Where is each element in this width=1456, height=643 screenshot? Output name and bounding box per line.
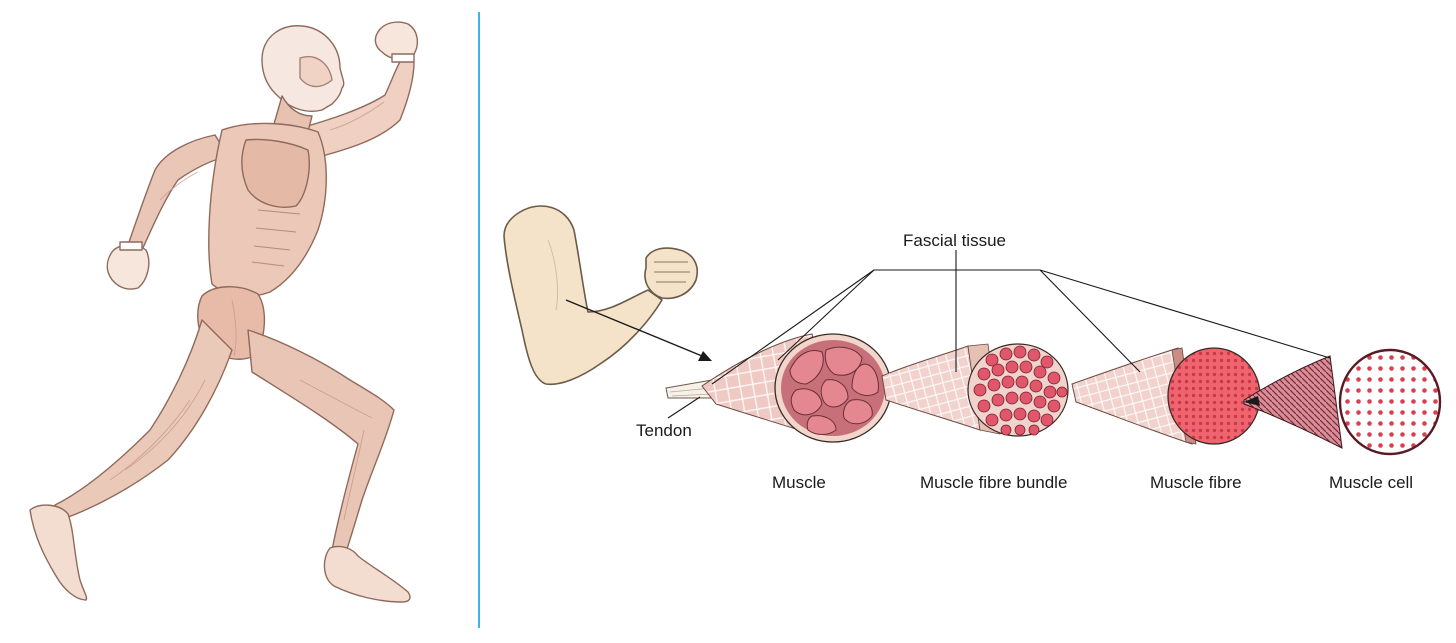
muscle-label: Muscle: [772, 473, 826, 492]
fascial-tissue-label: Fascial tissue: [903, 231, 1006, 250]
muscle-fibre-label: Muscle fibre: [1150, 473, 1242, 492]
arm-to-muscle-arrow: [565, 299, 712, 361]
tendon-label: Tendon: [636, 421, 692, 440]
flexed-arm-icon: [503, 205, 698, 386]
fascial-tissue-pointers: [711, 250, 1331, 385]
muscle-cell-cross-section: [1243, 348, 1442, 456]
muscle-fibre-bundle-label: Muscle fibre bundle: [920, 473, 1068, 492]
running-muscular-figure-icon: [29, 21, 419, 603]
muscle-fibre-bundle-cross-section: [881, 343, 1069, 437]
muscle-cross-section: [701, 333, 892, 443]
muscle-cell-label: Muscle cell: [1329, 473, 1414, 492]
muscle-fibre-cross-section: [1071, 347, 1261, 445]
tendon-pointer: [667, 396, 701, 419]
